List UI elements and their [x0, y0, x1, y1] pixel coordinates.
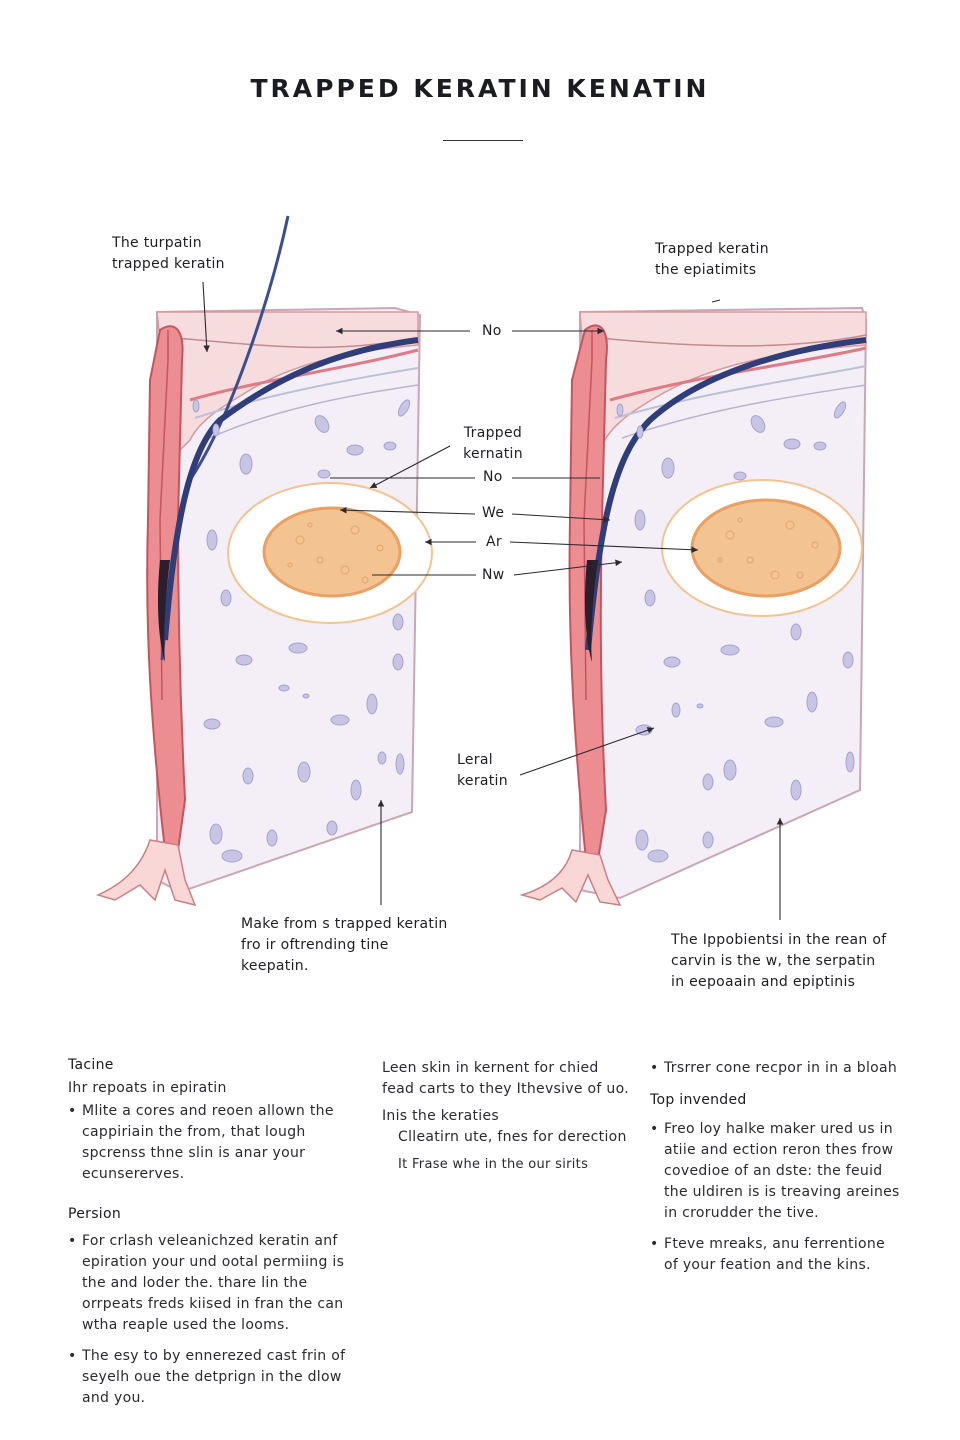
list-item: Mlite a cores and reoen allown the cappi…	[68, 1101, 358, 1185]
label-no-top: No	[482, 323, 502, 339]
label-bottom-right-line3: in eepoaain and epiptinis	[671, 974, 856, 990]
label-no: No	[483, 469, 503, 485]
list-item: Trsrrer cone recpor in in a bloah	[650, 1058, 900, 1079]
middle-paragraph-4: It Frase whe in the our sirits	[398, 1157, 589, 1172]
label-bottom-left-line2: fro ir oftrending tine	[241, 937, 389, 953]
label-lower-line2: keratin	[457, 773, 508, 789]
label-trapped-center: Trapped kernatin	[452, 423, 534, 465]
right-keratin-cyst	[690, 498, 842, 598]
label-bottom-right: The Ippobientsi in the rean of carvin is…	[671, 930, 886, 993]
title-divider	[443, 140, 523, 141]
left-heading-1: Tacine	[68, 1057, 114, 1073]
label-bottom-left-line1: Make from s trapped keratin	[241, 916, 448, 932]
label-top-left: The turpatin trapped keratin	[112, 233, 225, 275]
list-item: The esy to by ennerezed cast frin of sey…	[68, 1346, 358, 1409]
label-nw: Nw	[482, 567, 505, 583]
page-title: TRAPPED KERATIN KENATIN	[250, 74, 710, 103]
label-top-left-line2: trapped keratin	[112, 256, 225, 272]
label-we: We	[482, 505, 505, 521]
label-top-right-line1: Trapped keratin	[655, 241, 769, 257]
label-top-left-line1: The turpatin	[112, 235, 202, 251]
label-trapped-line2: kernatin	[463, 446, 523, 462]
left-root	[95, 839, 197, 907]
label-top-right: Trapped keratin the epiatimits	[655, 239, 769, 281]
left-skin-block	[95, 215, 433, 907]
left-heading-2: Persion	[68, 1206, 122, 1222]
list-item: Fteve mreaks, anu ferrentione of your fe…	[650, 1234, 900, 1276]
left-keratin-cyst	[262, 506, 402, 598]
text-column-middle: Leen skin in kernent for chied fead cart…	[382, 1058, 632, 1175]
middle-paragraph-2: Inis the keraties	[382, 1108, 500, 1124]
label-ar: Ar	[486, 534, 502, 550]
list-item: For crlash veleanichzed keratin anf epir…	[68, 1231, 358, 1336]
label-bottom-right-line2: carvin is the w, the serpatin	[671, 953, 876, 969]
right-heading: Top invended	[650, 1092, 747, 1108]
middle-paragraph-3: Clleatirn ute, fnes for derection	[398, 1129, 627, 1145]
right-skin-block	[519, 306, 868, 906]
right-bullets: Freo loy halke maker ured us in atiie an…	[650, 1119, 900, 1276]
right-bullets-top: Trsrrer cone recpor in in a bloah	[650, 1058, 900, 1079]
middle-paragraph-1: Leen skin in kernent for chied fead cart…	[382, 1060, 629, 1097]
label-bottom-right-line1: The Ippobientsi in the rean of	[671, 932, 887, 948]
text-column-left: Tacine Ihr repoats in epiratin Mlite a c…	[68, 1054, 358, 1419]
label-bottom-left-line3: keepatin.	[241, 958, 309, 974]
text-column-right: Trsrrer cone recpor in in a bloah Top in…	[650, 1058, 900, 1286]
leader-lines	[202, 281, 784, 920]
left-bullets-1: Mlite a cores and reoen allown the cappi…	[68, 1101, 358, 1185]
label-lower-middle: Leral keratin	[457, 750, 508, 792]
label-trapped-line1: Trapped	[463, 425, 523, 441]
right-root	[519, 849, 622, 906]
label-lower-line1: Leral	[457, 752, 493, 768]
label-top-right-line2: the epiatimits	[655, 262, 757, 278]
left-subheading-1: Ihr repoats in epiratin	[68, 1080, 227, 1096]
list-item: Freo loy halke maker ured us in atiie an…	[650, 1119, 900, 1224]
left-bullets-2: For crlash veleanichzed keratin anf epir…	[68, 1231, 358, 1409]
label-bottom-left: Make from s trapped keratin fro ir oftre…	[241, 914, 448, 977]
